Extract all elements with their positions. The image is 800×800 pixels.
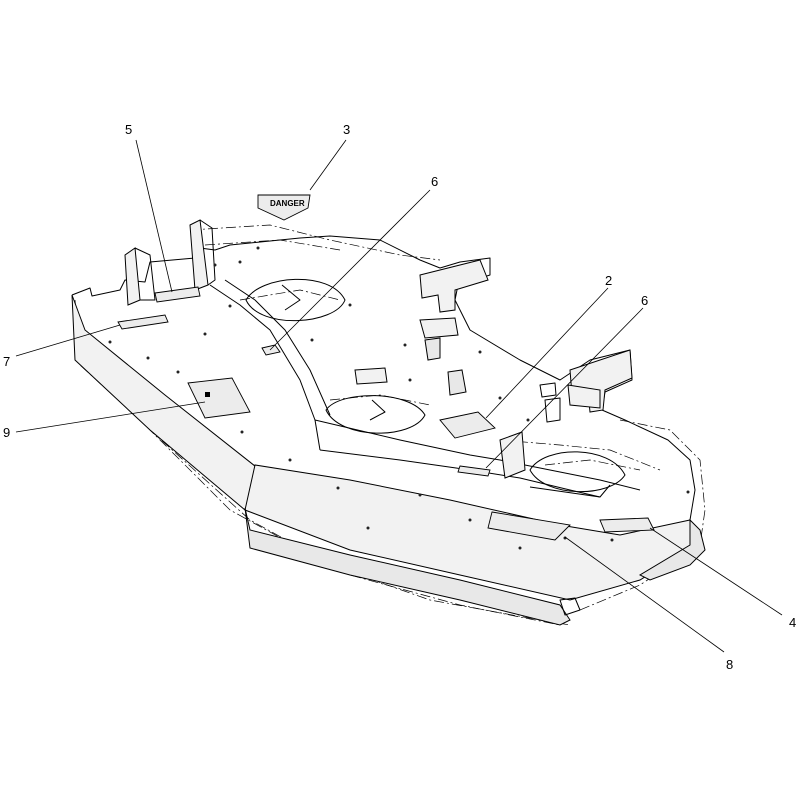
decals: DANGER bbox=[117, 194, 655, 541]
mower-deck bbox=[71, 219, 706, 626]
callout-5: 5 bbox=[125, 122, 132, 137]
callout-8: 8 bbox=[726, 657, 733, 672]
center-deck-decal bbox=[439, 411, 496, 439]
callout-2: 2 bbox=[605, 273, 612, 288]
callout-6-right: 6 bbox=[641, 293, 648, 308]
rear-label-decal bbox=[154, 286, 201, 303]
callout-6-left: 6 bbox=[431, 174, 438, 189]
instruction-decal-symbol bbox=[205, 392, 210, 397]
callout-7: 7 bbox=[3, 354, 10, 369]
danger-decal-text: DANGER bbox=[270, 199, 305, 208]
danger-decal bbox=[257, 194, 311, 221]
callout-9: 9 bbox=[3, 425, 10, 440]
callout-labels: 5 3 6 2 6 7 9 4 8 bbox=[3, 122, 796, 672]
callout-4: 4 bbox=[789, 615, 796, 630]
callout-3: 3 bbox=[343, 122, 350, 137]
left-edge-decal bbox=[117, 314, 169, 330]
right-channel-decal bbox=[457, 465, 491, 477]
leader-lines bbox=[15, 139, 783, 653]
instruction-decal bbox=[187, 377, 251, 419]
left-spindle-decal bbox=[261, 344, 281, 356]
front-skirt-decal bbox=[487, 511, 571, 541]
front-right-decal bbox=[599, 517, 655, 533]
